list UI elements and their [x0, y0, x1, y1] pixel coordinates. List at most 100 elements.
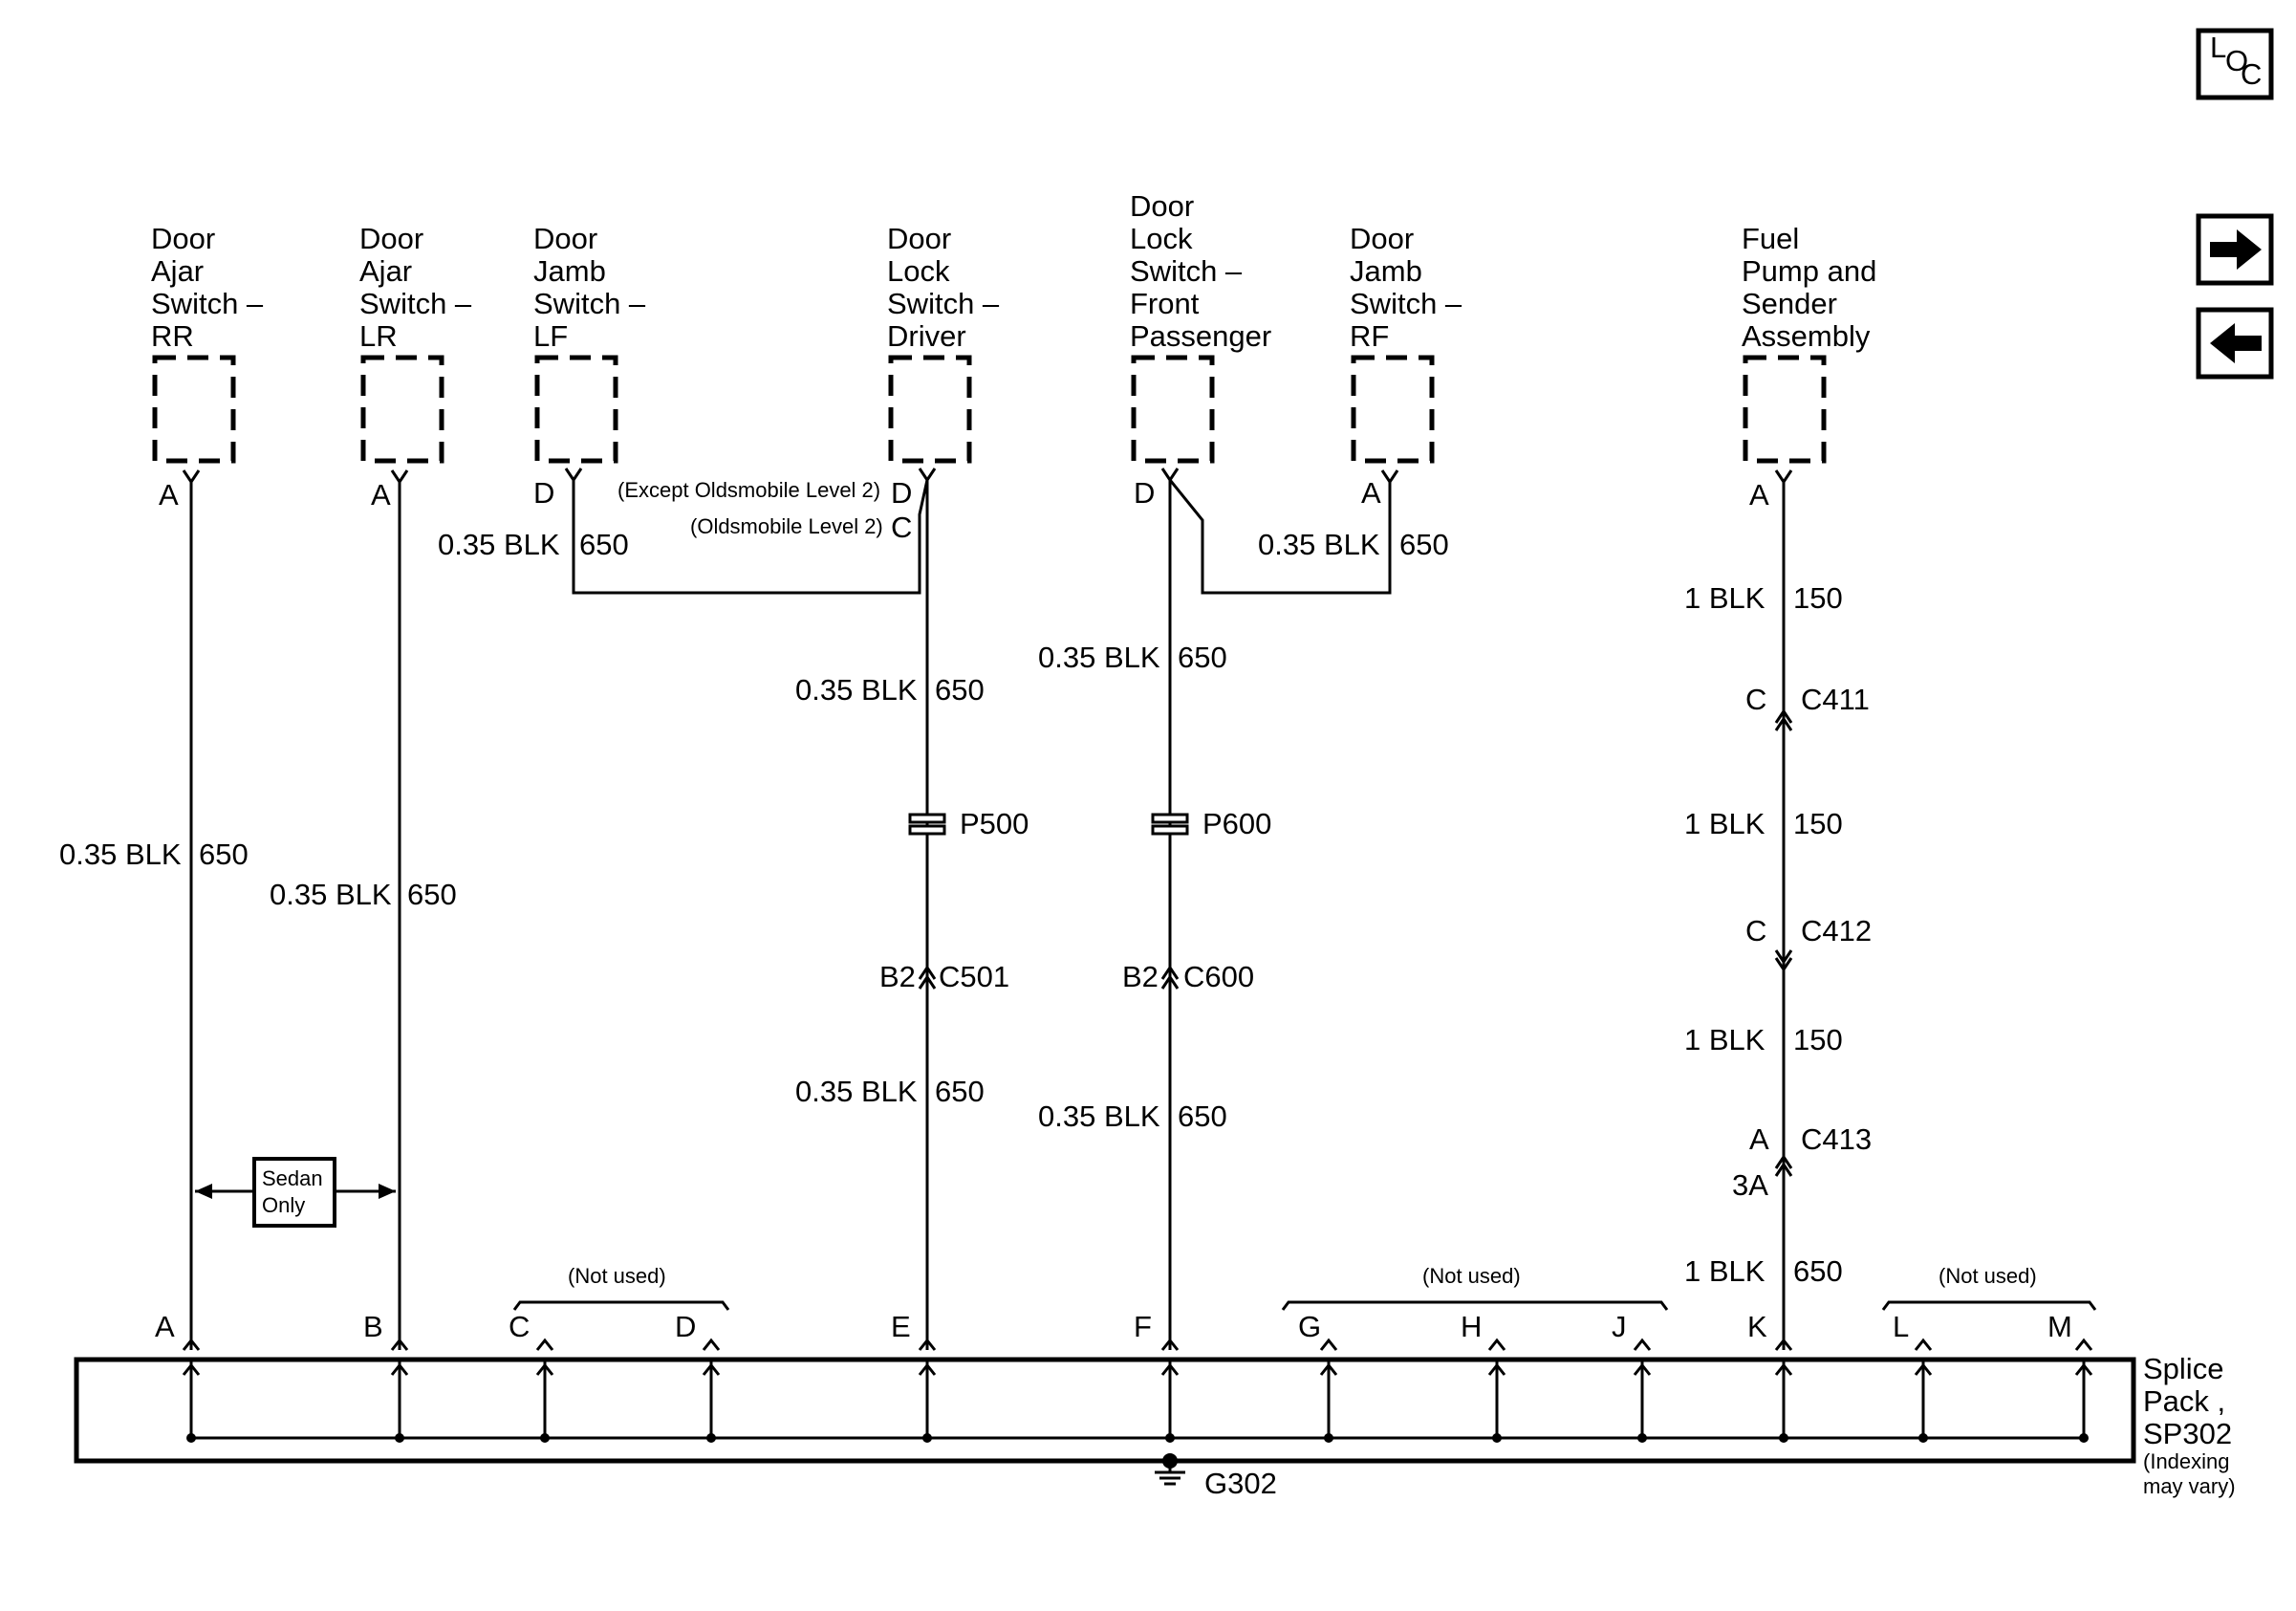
wire-circuit: 650 — [579, 528, 629, 561]
component-fuel-pump-and-sender-assembly: Fuel Pump and Sender Assembly — [1742, 222, 1876, 464]
wire-circuit: 150 — [1793, 807, 1843, 840]
splice-pin-label: B — [363, 1310, 383, 1343]
pin-label: D — [1134, 476, 1155, 510]
splice-pin-h: H — [1461, 1310, 1506, 1443]
svg-text:B2: B2 — [879, 960, 916, 993]
splice-pin-label: E — [891, 1310, 911, 1343]
component-door-jamb-switch-rf: Door Jamb Switch – RF — [1350, 222, 1462, 464]
svg-text:Door: Door — [1350, 222, 1414, 255]
svg-text:G302: G302 — [1204, 1467, 1277, 1500]
wire-circuit: 650 — [1399, 528, 1449, 561]
splice-pin-e: E — [891, 1310, 937, 1443]
svg-text:Ajar: Ajar — [359, 254, 412, 288]
connector-p500: P500 — [908, 807, 1029, 840]
option-note: (Except Oldsmobile Level 2) — [617, 478, 880, 502]
wire-gauge-color: 0.35 BLK — [1038, 1099, 1160, 1133]
svg-text:(Indexing: (Indexing — [2143, 1449, 2230, 1473]
component-door-lock-switch-driver: Door Lock Switch – Driver — [887, 222, 1000, 464]
component-box — [1351, 355, 1435, 464]
svg-text:RF: RF — [1350, 319, 1389, 353]
svg-text:A: A — [1749, 1122, 1769, 1156]
svg-text:Front: Front — [1130, 287, 1200, 320]
svg-text:Driver: Driver — [887, 319, 966, 353]
splice-pin-label: D — [675, 1310, 696, 1343]
svg-text:Sender: Sender — [1742, 287, 1837, 320]
wire-circuit: 150 — [1793, 581, 1843, 615]
loc-button[interactable]: L O C — [2196, 28, 2274, 100]
wire-circuit: 150 — [1793, 1023, 1843, 1056]
connector-c411: C C411 — [1745, 683, 1870, 731]
svg-text:Jamb: Jamb — [1350, 254, 1422, 288]
splice-pin-label: K — [1747, 1310, 1767, 1343]
not-used-bracket-gj: (Not used) — [1281, 1264, 1669, 1311]
loc-letter-o: O — [2225, 44, 2248, 77]
splice-pack-label: Splice Pack , SP302 (Indexing may vary) — [2143, 1352, 2236, 1498]
loc-letter-l: L — [2210, 31, 2226, 64]
svg-text:P600: P600 — [1202, 807, 1271, 840]
splice-pin-f: F — [1134, 1310, 1180, 1443]
arrow-left-icon — [2210, 323, 2262, 363]
wire-labels: 0.35 BLK 650 0.35 BLK 650 0.35 BLK 650 0… — [59, 528, 1843, 1288]
svg-text:Switch –: Switch – — [359, 287, 472, 320]
svg-text:Sedan: Sedan — [262, 1166, 323, 1190]
wire-gauge-color: 1 BLK — [1684, 807, 1765, 840]
svg-text:Jamb: Jamb — [533, 254, 606, 288]
svg-text:SP302: SP302 — [2143, 1417, 2232, 1450]
wire-gauge-color: 0.35 BLK — [1258, 528, 1380, 561]
wire-gauge-color: 1 BLK — [1684, 581, 1765, 615]
svg-text:Switch –: Switch – — [151, 287, 264, 320]
svg-text:Pack ,: Pack , — [2143, 1384, 2225, 1418]
splice-pin-label: C — [509, 1310, 530, 1343]
component-door-ajar-switch-lr: Door Ajar Switch – LR — [359, 222, 472, 464]
svg-text:Switch –: Switch – — [533, 287, 646, 320]
svg-text:Lock: Lock — [1130, 222, 1193, 255]
svg-text:(Not used): (Not used) — [1422, 1264, 1521, 1288]
wire-circuit: 650 — [1178, 1099, 1227, 1133]
svg-text:Switch –: Switch – — [887, 287, 1000, 320]
svg-text:Fuel: Fuel — [1742, 222, 1799, 255]
svg-text:P500: P500 — [960, 807, 1029, 840]
connector-c412: C C412 — [1745, 914, 1872, 972]
splice-pin-label: L — [1893, 1310, 1909, 1343]
svg-text:(Not used): (Not used) — [568, 1264, 666, 1288]
wire-circuit: 650 — [935, 1075, 985, 1108]
arrow-right-icon — [2210, 229, 2262, 270]
splice-pin-label: A — [155, 1310, 175, 1343]
wire-gauge-color: 0.35 BLK — [438, 528, 560, 561]
wire-gauge-color: 1 BLK — [1684, 1254, 1765, 1288]
pin-label: C — [891, 511, 912, 544]
pin-label: A — [1361, 476, 1381, 510]
wire-gauge-color: 0.35 BLK — [795, 673, 918, 707]
wire-gauge-color: 0.35 BLK — [1038, 641, 1160, 674]
component-box — [152, 355, 236, 464]
component-box — [888, 355, 972, 464]
svg-text:Switch –: Switch – — [1350, 287, 1462, 320]
loc-letter-c: C — [2241, 57, 2262, 91]
svg-text:LF: LF — [533, 319, 568, 353]
splice-pin-j: J — [1612, 1310, 1652, 1443]
connector-p600: P600 — [1151, 807, 1271, 840]
pin-label: A — [1749, 478, 1769, 512]
component-box — [1743, 355, 1827, 464]
splice-pin-c: C — [509, 1310, 554, 1443]
component-box — [1131, 355, 1215, 464]
splice-pin-l: L — [1893, 1310, 1933, 1443]
option-note: (Oldsmobile Level 2) — [690, 514, 883, 538]
next-page-button[interactable] — [2196, 213, 2274, 286]
wire-gauge-color: 0.35 BLK — [59, 838, 182, 871]
component-box — [360, 355, 444, 464]
splice-pin-label: H — [1461, 1310, 1482, 1343]
svg-text:C: C — [1745, 914, 1766, 947]
svg-text:LR: LR — [359, 319, 398, 353]
splice-pin-label: G — [1298, 1310, 1321, 1343]
svg-text:3A: 3A — [1732, 1168, 1768, 1202]
prev-page-button[interactable] — [2196, 307, 2274, 380]
wire-circuit: 650 — [1793, 1254, 1843, 1288]
svg-text:B2: B2 — [1122, 960, 1159, 993]
wire-gauge-color: 0.35 BLK — [270, 878, 392, 911]
svg-text:Door: Door — [887, 222, 951, 255]
svg-text:may vary): may vary) — [2143, 1474, 2236, 1498]
svg-text:Splice: Splice — [2143, 1352, 2223, 1385]
